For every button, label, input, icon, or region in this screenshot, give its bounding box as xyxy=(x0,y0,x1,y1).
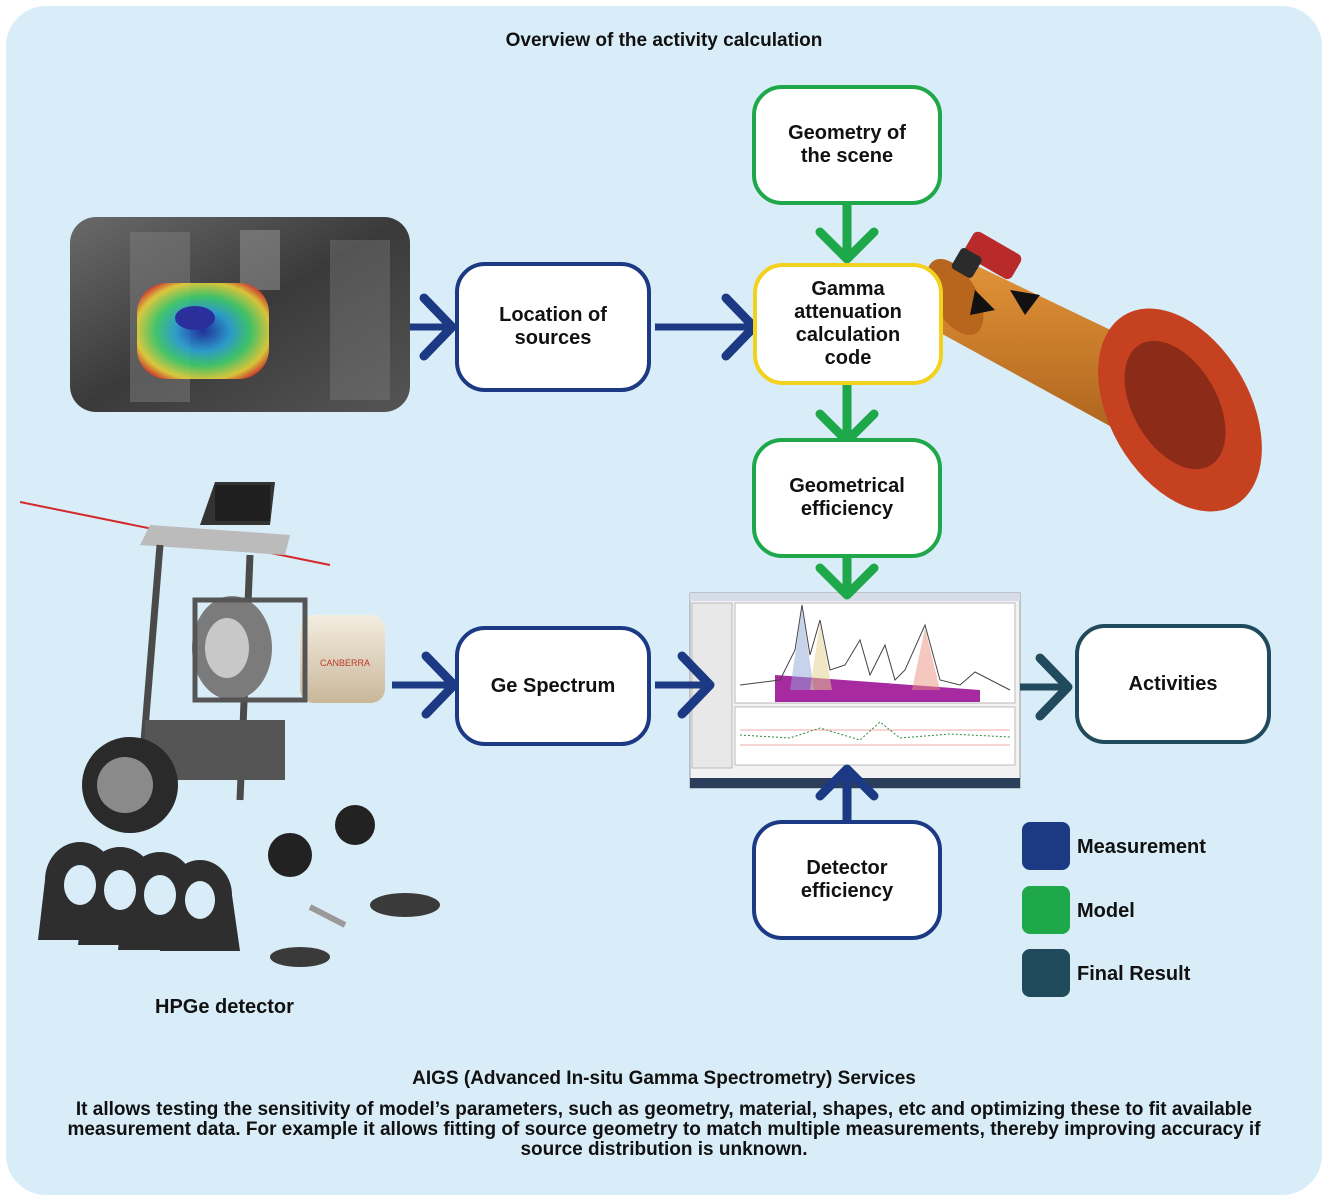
node-gamma-attenuation-code-label: Gamma attenuation calculation code xyxy=(794,278,902,369)
footer-description: It allows testing the sensitivity of mod… xyxy=(67,1099,1261,1160)
hpge-detector-caption: HPGe detector xyxy=(155,996,294,1018)
node-activities-label: Activities xyxy=(1128,672,1218,695)
node-detector-efficiency-label: Detector efficiency xyxy=(800,857,894,902)
arrow-gamma-to-efficiency xyxy=(815,384,879,446)
arrow-efficiency-to-spectrum xyxy=(815,557,879,600)
diagram-title: Overview of the activity calculation xyxy=(505,30,823,51)
node-detector-efficiency: Detector efficiency xyxy=(752,820,942,940)
arrow-screenshot-to-activities xyxy=(1020,653,1073,721)
node-geometry-of-scene: Geometry of the scene xyxy=(752,85,942,205)
legend-label-measurement: Measurement xyxy=(1077,836,1206,858)
node-ge-spectrum: Ge Spectrum xyxy=(455,626,651,746)
arrow-image-to-location xyxy=(410,293,457,361)
arrow-geometry-to-gamma xyxy=(815,204,879,264)
hpge-detector-illustration: CANBERRA xyxy=(19,482,440,967)
footer-heading: AIGS (Advanced In-situ Gamma Spectrometr… xyxy=(412,1068,916,1089)
legend-label-final-result: Final Result xyxy=(1077,963,1191,985)
legend-swatch-measurement xyxy=(1022,822,1070,870)
spectrum-screenshot xyxy=(689,592,1021,789)
node-location-of-sources-label: Location of sources xyxy=(499,304,607,349)
node-geometrical-efficiency-label: Geometrical efficiency xyxy=(789,475,905,520)
node-location-of-sources: Location of sources xyxy=(455,262,651,392)
arrow-detector-efficiency-to-screenshot xyxy=(815,764,879,820)
arrow-detector-to-spectrum xyxy=(392,651,459,719)
legend-swatch-final-result xyxy=(1022,949,1070,997)
legend-swatch-model xyxy=(1022,886,1070,934)
node-activities: Activities xyxy=(1075,624,1271,744)
arrow-location-to-gamma xyxy=(655,293,759,361)
node-ge-spectrum-label: Ge Spectrum xyxy=(490,674,616,697)
pipe-illustration xyxy=(926,231,1262,512)
detector-brand-label: CANBERRA xyxy=(320,658,370,668)
source-location-image xyxy=(70,217,410,412)
arrow-spectrum-box-to-screenshot xyxy=(655,651,715,719)
legend-label-model: Model xyxy=(1077,900,1135,922)
node-geometry-of-scene-label: Geometry of the scene xyxy=(788,122,906,167)
node-geometrical-efficiency: Geometrical efficiency xyxy=(752,438,942,558)
node-gamma-attenuation-code: Gamma attenuation calculation code xyxy=(753,263,943,385)
